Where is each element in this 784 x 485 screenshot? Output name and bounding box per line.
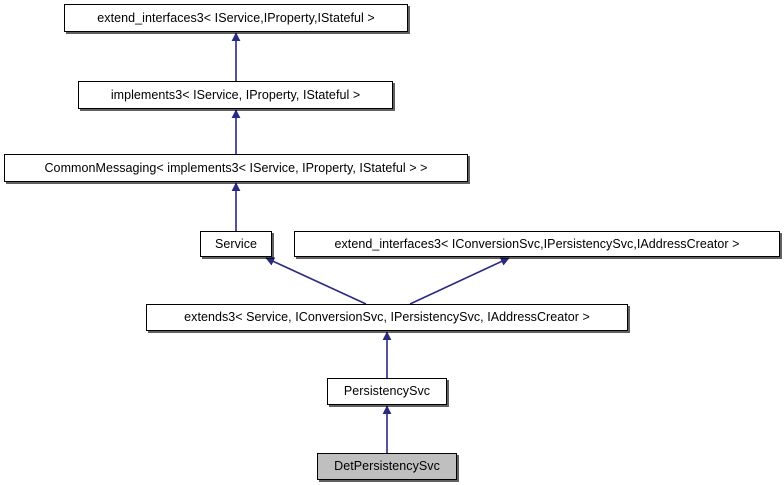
- node-common-messaging[interactable]: CommonMessaging< implements3< IService, …: [4, 154, 468, 182]
- node-label: Service: [214, 236, 258, 251]
- node-extend-interfaces3-conversion[interactable]: extend_interfaces3< IConversionSvc,IPers…: [294, 231, 780, 257]
- inheritance-edge: [409, 257, 510, 305]
- node-persistency-svc[interactable]: PersistencySvc: [327, 378, 447, 405]
- node-det-persistency-svc[interactable]: DetPersistencySvc: [317, 453, 457, 480]
- node-label: extends3< Service, IConversionSvc, IPers…: [184, 310, 590, 324]
- node-label: extend_interfaces3< IConversionSvc,IPers…: [334, 236, 740, 251]
- node-label: PersistencySvc: [343, 384, 431, 398]
- node-service[interactable]: Service: [200, 231, 272, 257]
- node-label: DetPersistencySvc: [334, 459, 440, 473]
- node-implements3-service[interactable]: implements3< IService, IProperty, IState…: [78, 81, 393, 109]
- inheritance-edge: [265, 257, 367, 305]
- node-extend-interfaces3-service[interactable]: extend_interfaces3< IService,IProperty,I…: [64, 4, 408, 32]
- node-label: implements3< IService, IProperty, IState…: [110, 87, 361, 102]
- node-extends3[interactable]: extends3< Service, IConversionSvc, IPers…: [146, 304, 628, 331]
- node-label: CommonMessaging< implements3< IService, …: [44, 160, 428, 175]
- node-label: extend_interfaces3< IService,IProperty,I…: [97, 10, 375, 25]
